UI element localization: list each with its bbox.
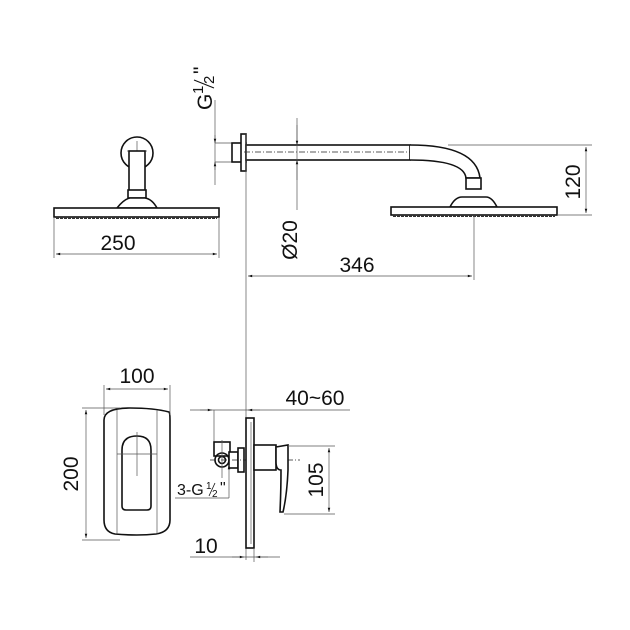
thread-size-label: G 1 2 "	[190, 67, 218, 110]
shower-head-front-view: 250	[53, 136, 220, 258]
svg-text:1: 1	[206, 481, 212, 492]
valve-depth-label: 40~60	[286, 387, 345, 410]
arm-projection-label: 346	[339, 254, 374, 277]
valve-side-view: 40~60 105 3-G 1 2 "	[175, 387, 350, 562]
arm-height-label: 120	[562, 164, 585, 199]
svg-text:": "	[190, 67, 213, 74]
svg-text:1: 1	[190, 86, 207, 94]
shower-head-width-label: 250	[100, 232, 135, 255]
svg-text:": "	[220, 480, 226, 497]
valve-height-label: 200	[60, 456, 83, 491]
shower-arm-side-view: G 1 2 " Ø20 346 120	[190, 67, 592, 560]
svg-text:2: 2	[201, 76, 218, 84]
plate-thickness-label: 10	[194, 535, 217, 558]
svg-text:3-G: 3-G	[177, 482, 204, 499]
valve-width-label: 100	[119, 365, 154, 388]
svg-text:G: G	[194, 94, 217, 110]
handle-height-label: 105	[305, 462, 328, 497]
valve-front-view: 100 200	[60, 365, 171, 541]
connection-label: 3-G 1 2 "	[177, 480, 226, 500]
svg-text:2: 2	[212, 489, 218, 500]
arm-diameter-label: Ø20	[279, 220, 302, 260]
